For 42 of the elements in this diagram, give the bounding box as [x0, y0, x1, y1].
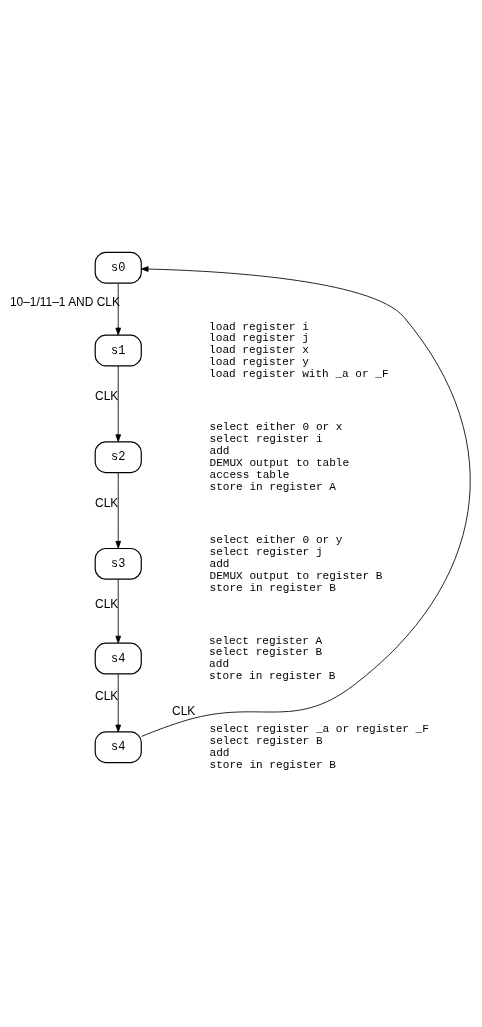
node-label: select register A: [209, 634, 323, 647]
node-label: store in register B: [209, 759, 336, 772]
node-label: load register j: [209, 332, 309, 345]
node-label: access table: [209, 469, 290, 482]
node-box: s0: [94, 251, 142, 284]
edge-label: CLK: [172, 703, 196, 718]
node-label: load register with _a or _F: [209, 368, 389, 381]
edge-label: CLK: [95, 495, 119, 510]
node-label: store in register A: [209, 480, 336, 493]
node-box: s4: [94, 731, 142, 764]
arrow: [115, 673, 122, 733]
node-box: s1: [94, 334, 142, 367]
node-box: s3: [94, 547, 142, 580]
node-label: add: [209, 557, 230, 570]
node-label: add: [209, 445, 230, 458]
arrow: [140, 266, 471, 737]
node-label: select either 0 or x: [209, 421, 343, 434]
node-label: add: [209, 658, 230, 671]
node-label: store in register B: [209, 581, 336, 594]
node-label: load register x: [209, 344, 309, 357]
node-label: load register y: [209, 356, 309, 369]
node-label: select register j: [209, 545, 323, 558]
node-box: s2: [94, 441, 142, 474]
node-label: add: [209, 747, 230, 760]
arrow: [115, 578, 122, 644]
node-label: DEMUX output to register B: [209, 569, 383, 582]
node-label: select register i: [209, 433, 323, 446]
node-label: select register B: [209, 735, 323, 748]
node-box: s4: [94, 642, 142, 675]
node-label: load register i: [209, 320, 309, 333]
edge-label: CLK: [95, 596, 119, 611]
arrow: [115, 283, 122, 336]
arrow: [115, 472, 122, 549]
arrow: [115, 365, 122, 442]
node-label: select register _a or register _F: [209, 723, 429, 736]
edge-label: CLK: [95, 688, 119, 703]
node-label: select either 0 or y: [209, 533, 343, 546]
node-label: DEMUX output to table: [209, 457, 350, 470]
edge-label: 10–1/11–1 AND CLK: [9, 294, 120, 309]
edge-label: CLK: [95, 389, 119, 404]
node-label: select register B: [209, 646, 323, 659]
node-label: store in register B: [209, 670, 336, 683]
